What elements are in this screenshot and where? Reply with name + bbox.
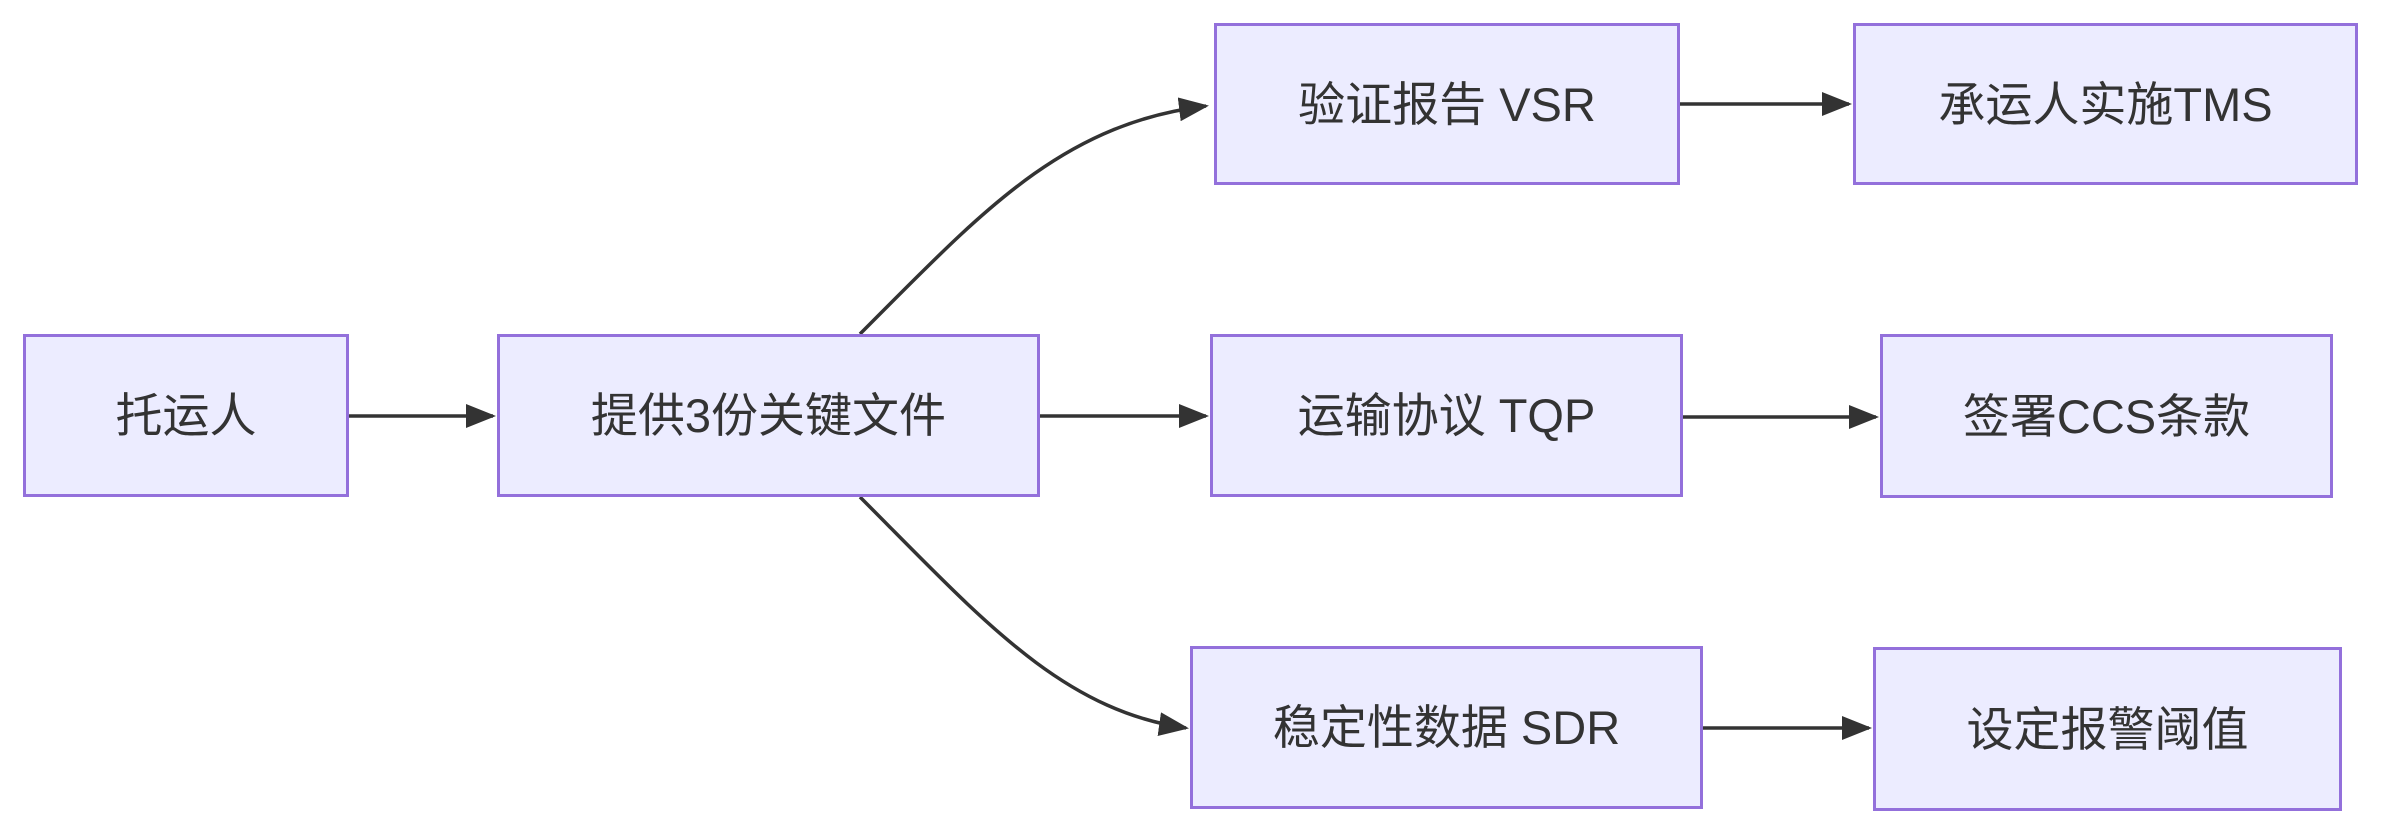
node-verification-report-vsr-label: 验证报告 VSR <box>1298 77 1596 131</box>
node-set-alarm-threshold: 设定报警阈值 <box>1873 647 2342 811</box>
edge-provide-sdr <box>858 495 1189 737</box>
node-shipper-label: 托运人 <box>115 389 257 442</box>
node-sign-ccs-terms-label: 签署CCS条款 <box>1962 389 2251 443</box>
node-verification-report-vsr: 验证报告 VSR <box>1214 23 1680 185</box>
node-carrier-implements-tms: 承运人实施TMS <box>1853 23 2358 185</box>
node-sign-ccs-terms: 签署CCS条款 <box>1880 334 2333 498</box>
edge-provide-vsr <box>858 97 1209 336</box>
node-shipper: 托运人 <box>23 334 349 497</box>
node-stability-data-sdr: 稳定性数据 SDR <box>1190 646 1703 809</box>
node-transport-agreement-tqp-label: 运输协议 TQP <box>1297 389 1596 442</box>
node-transport-agreement-tqp: 运输协议 TQP <box>1210 334 1683 497</box>
node-set-alarm-threshold-label: 设定报警阈值 <box>1966 702 2249 756</box>
node-stability-data-sdr-label: 稳定性数据 SDR <box>1272 701 1621 754</box>
node-provide-key-documents: 提供3份关键文件 <box>497 334 1040 497</box>
node-provide-key-documents-label: 提供3份关键文件 <box>590 389 947 442</box>
node-carrier-implements-tms-label: 承运人实施TMS <box>1938 77 2273 131</box>
